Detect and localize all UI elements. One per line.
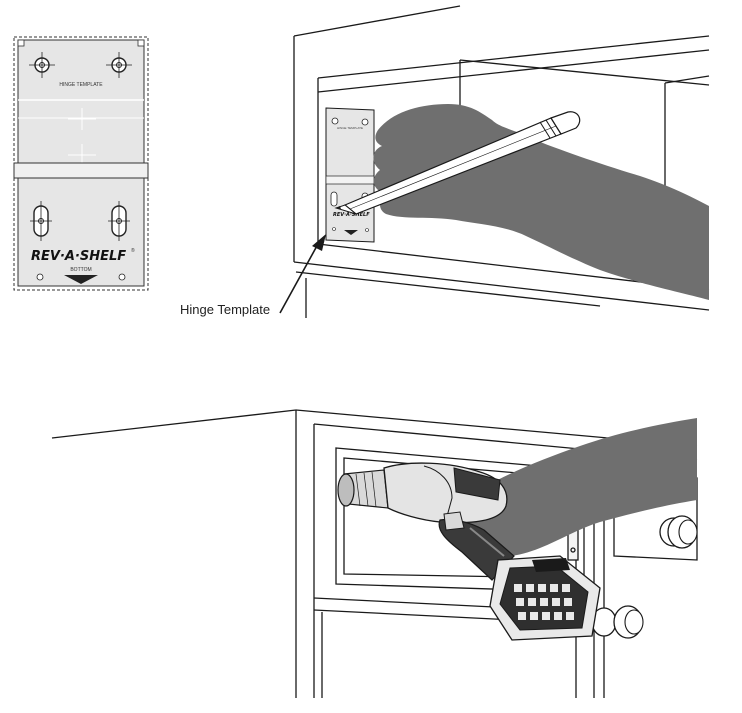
opening-top-inner [317,49,710,93]
template-brand-logo: REV·A·SHELF [31,249,126,264]
opening-back-top-right [664,75,710,84]
template-registered-mark: ® [131,247,135,254]
hand-shadow-pencil [373,104,709,300]
template-small-hole-right [118,273,126,281]
template-notch-right [137,39,145,47]
template-small-hole-left [36,273,44,281]
drawer-knob-lower [591,605,644,639]
template-title: HINGE TEMPLATE [59,82,103,88]
template-bottom-arrow [64,275,98,284]
svg-text:REV·A·SHELF: REV·A·SHELF [333,212,370,218]
callout-arrow [279,234,326,314]
opening-back-top [459,59,710,86]
hinge-template-card: HINGE TEMPLATE REV·A·SHELF ® [13,36,149,291]
countertop-edge [51,409,297,439]
hand-shadow-drill [467,418,697,557]
pencil [334,111,581,215]
template-slot-hole-right [108,201,130,241]
mounted-hinge-template: HINGE TEMPLATE REV·A·SHELF [325,107,375,243]
cabinet-front-top-edge [317,35,710,79]
opening-floor-lower [293,261,710,311]
template-slot-hole-left [30,201,52,241]
template-center-cross-2 [68,144,96,166]
cordless-drill [337,462,601,641]
template-notch-left [17,39,25,47]
template-top-hole-left [29,52,55,78]
template-fold-band [13,162,149,179]
template-bottom-label: BOTTOM [70,267,91,273]
cabinet-top-outer-edge [293,5,461,37]
opening-floor-rail [295,271,601,307]
template-center-cross-1 [68,108,96,130]
svg-text:HINGE TEMPLATE: HINGE TEMPLATE [337,126,363,130]
hinge-template-callout-label: Hinge Template [180,302,271,317]
template-top-hole-right [106,52,132,78]
drawer-knob-upper [659,515,698,549]
